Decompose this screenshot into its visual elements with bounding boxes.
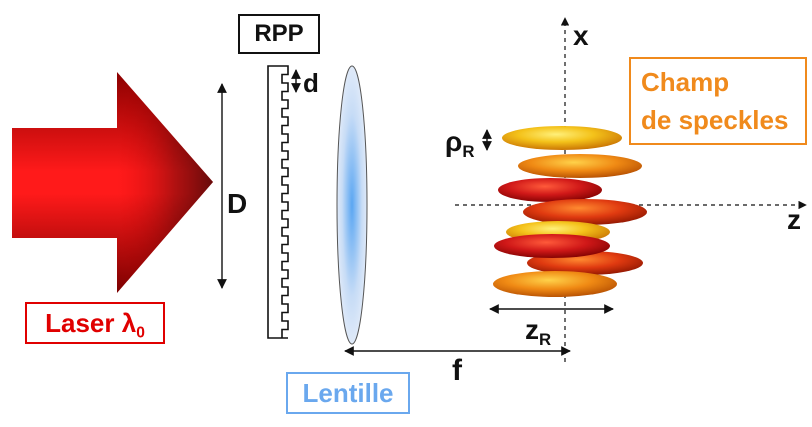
focal-length-label: f [452,354,462,387]
speckle-ellipsoid-icon [523,199,647,225]
speckle-ellipsoid-icon [494,234,610,258]
speckle-field-label-box: Champ de speckles [629,57,807,145]
aperture-label: D [227,188,248,219]
step-height-label: d [303,68,319,98]
zr-symbol: z [525,314,539,345]
zr-subscript: R [539,329,552,349]
speckle-width-label: ρR [445,128,474,161]
speckle-field [493,126,647,297]
speckle-ellipsoid-icon [498,178,602,202]
rho-subscript: R [462,141,475,161]
rho-symbol: ρ [445,126,463,157]
z-axis-label: z [787,204,801,235]
laser-arrow-icon [12,72,213,293]
lens-label-box: Lentille [286,372,410,414]
laser-label-box: Laser λ0 [25,302,165,344]
speckle-ellipsoid-icon [518,154,642,178]
speckle-ellipsoid-icon [502,126,622,150]
laser-label: Laser λ [45,308,137,338]
speckle-field-label-line1: Champ [641,67,730,97]
speckle-field-label-line2: de speckles [641,105,789,135]
speckle-ellipsoid-icon [493,271,617,297]
rpp-label: RPP [254,20,304,47]
rpp-plate-icon [267,65,289,339]
laser-subscript: 0 [136,324,145,342]
x-axis-label: x [573,20,589,51]
lens-label: Lentille [302,378,394,408]
speckle-length-label: zR [525,316,551,349]
lens-icon [336,65,368,345]
rpp-label-box: RPP [238,14,320,54]
